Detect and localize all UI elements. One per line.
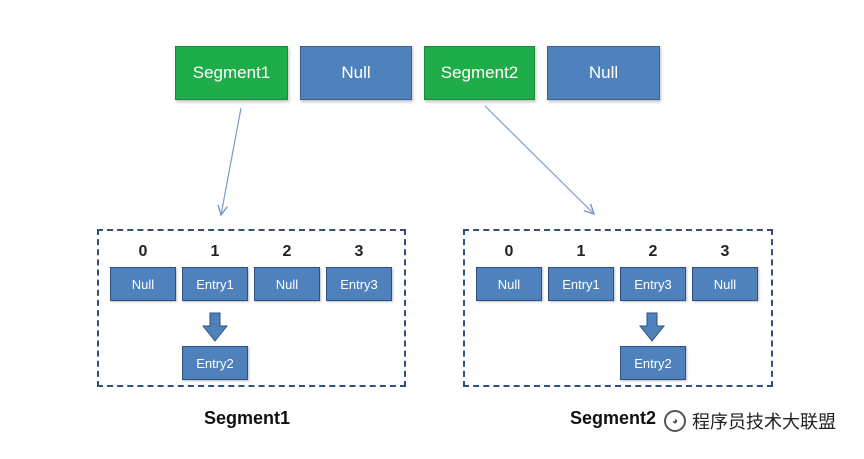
top-null-box-1: Null: [300, 46, 412, 100]
top-null-box-2: Null: [547, 46, 660, 100]
segment1-chained-entry-label: Entry2: [196, 355, 234, 371]
segment2-index-2: 2: [648, 243, 658, 260]
segment2-pointer-arrow: [484, 105, 594, 214]
top-segment1-label: Segment1: [192, 63, 271, 82]
segment2-chained-entry-label: Entry2: [634, 355, 672, 371]
segment1-chained-entry: Entry2: [182, 346, 248, 380]
wechat-logo-icon: ◕: [664, 410, 686, 432]
segment2-cell-0: Null: [476, 267, 542, 301]
segment2-cell-3: Null: [692, 267, 758, 301]
segment2-index-1: 1: [576, 243, 586, 260]
segment1-cell-0-label: Null: [131, 276, 155, 292]
segment2-index-0: 0: [504, 243, 514, 260]
segment1-caption: Segment1: [204, 408, 291, 428]
top-null-label-1: Null: [341, 63, 371, 82]
segment1-cell-0: Null: [110, 267, 176, 301]
segment1-cell-1: Entry1: [182, 267, 248, 301]
watermark: ◕ 程序员技术大联盟: [660, 406, 840, 436]
segment2-caption: Segment2: [570, 408, 657, 428]
segment2-cell-0-label: Null: [497, 276, 521, 292]
segment2-chain-down-arrow-icon: [639, 312, 665, 342]
segment1-cell-2: Null: [254, 267, 320, 301]
segment2-index-3: 3: [720, 243, 730, 260]
segment1-panel: [97, 229, 406, 387]
top-segment2-box: Segment2: [424, 46, 535, 100]
segment1-chain-down-arrow-icon: [202, 312, 228, 342]
segment2-cell-1-label: Entry1: [562, 276, 600, 292]
top-segment2-label: Segment2: [440, 63, 519, 82]
segment1-cell-1-label: Entry1: [196, 276, 234, 292]
segment2-cell-2: Entry3: [620, 267, 686, 301]
segment1-cell-2-label: Null: [275, 276, 299, 292]
segment2-panel: [463, 229, 773, 387]
segment1-index-3: 3: [354, 243, 364, 260]
segment1-cell-3: Entry3: [326, 267, 392, 301]
segment1-cell-3-label: Entry3: [340, 276, 378, 292]
segment2-cell-2-label: Entry3: [634, 276, 672, 292]
segment1-index-1: 1: [210, 243, 220, 260]
top-segment1-box: Segment1: [175, 46, 288, 100]
watermark-text: 程序员技术大联盟: [692, 412, 836, 432]
segment2-chained-entry: Entry2: [620, 346, 686, 380]
segment2-cell-3-label: Null: [713, 276, 737, 292]
segment1-index-0: 0: [138, 243, 148, 260]
top-null-label-2: Null: [588, 63, 619, 82]
segment1-index-2: 2: [282, 243, 292, 260]
segment2-cell-1: Entry1: [548, 267, 614, 301]
segment1-pointer-arrow: [221, 107, 242, 215]
